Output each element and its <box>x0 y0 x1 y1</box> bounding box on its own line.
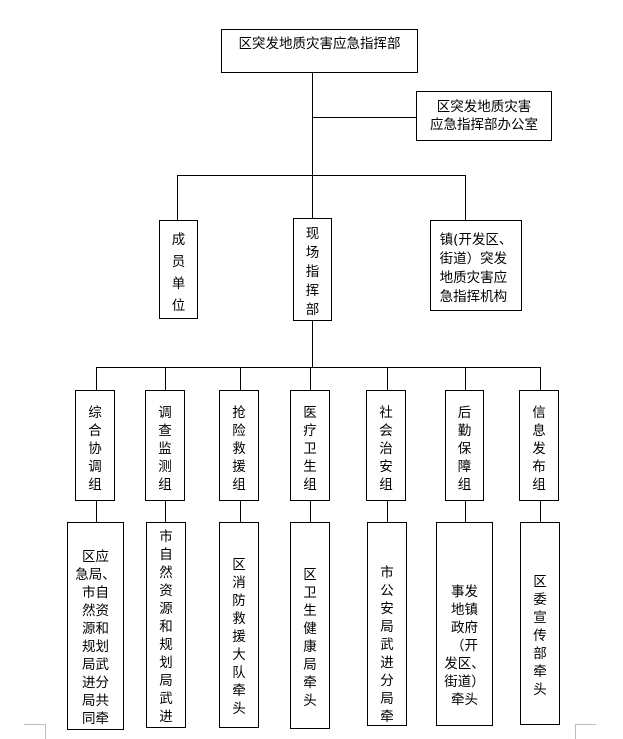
connector-group-drop <box>310 367 312 390</box>
lead-unit-box: 市 公 安 局 武 进 分 局 牵 <box>367 522 407 726</box>
connector-lead-drop <box>165 500 167 522</box>
group-name: 社 会 治 安 组 <box>379 404 393 493</box>
lead-unit-box: 区应 急局、 市自 然资 源和 规划 局武 进分 局共 同牵 <box>67 522 124 730</box>
town-command-box: 镇(开发区、 街道）突发 地质灾害应 急指挥机构 <box>430 220 522 311</box>
lead-unit-label: 事发 地镇 政府 （开 发区、 街道） 牵头 <box>444 583 485 708</box>
group-box: 综 合 协 调 组 <box>75 390 115 501</box>
connector-group-drop <box>240 367 242 390</box>
onsite-command-box: 现 场 指 挥 部 <box>293 218 332 321</box>
connector-group-drop <box>387 367 389 390</box>
lead-unit-label: 区 卫 生 健 康 局 牵 头 <box>303 566 317 709</box>
group-name: 后 勤 保 障 组 <box>457 404 472 493</box>
connector-lead-drop <box>310 500 312 522</box>
group-name: 调 查 监 测 组 <box>158 404 172 493</box>
connector-level2-bar <box>177 175 466 177</box>
group-box: 抢 险 救 援 组 <box>219 390 259 501</box>
lead-unit-box: 市 自 然 资 源 和 规 划 局 武 进 <box>146 522 186 728</box>
lead-unit-label: 区 消 防 救 援 大 队 牵 头 <box>232 557 246 717</box>
group-box: 后 勤 保 障 组 <box>445 390 484 501</box>
lead-unit-box: 区 委 宣 传 部 牵 头 <box>520 522 560 725</box>
group-name: 信 息 发 布 组 <box>532 404 546 493</box>
lead-unit-label: 市 公 安 局 武 进 分 局 牵 <box>380 565 394 725</box>
lead-unit-box: 事发 地镇 政府 （开 发区、 街道） 牵头 <box>436 522 493 726</box>
connector-town-command <box>465 175 467 220</box>
connector-root-trunk <box>312 72 314 218</box>
member-units-box: 成 员 单 位 <box>159 220 198 319</box>
member-units-label: 成 员 单 位 <box>171 231 186 314</box>
group-name: 抢 险 救 援 组 <box>232 404 246 493</box>
group-box: 医 疗 卫 生 组 <box>290 390 330 501</box>
connector-lead-drop <box>96 500 98 522</box>
connector-lead-drop <box>540 500 542 522</box>
crop-mark-left-v <box>45 724 46 739</box>
group-box: 信 息 发 布 组 <box>519 390 559 501</box>
group-name: 综 合 协 调 组 <box>88 404 102 493</box>
crop-mark-right-h <box>575 724 596 725</box>
lead-unit-label: 区 委 宣 传 部 牵 头 <box>533 573 547 698</box>
connector-onsite-trunk <box>312 320 314 367</box>
connector-group-drop <box>96 367 98 390</box>
connector-lead-drop <box>240 500 242 522</box>
connector-groups-bar <box>96 367 540 369</box>
connector-lead-drop <box>465 500 467 522</box>
office-label: 区突发地质灾害 应急指挥部办公室 <box>430 99 538 133</box>
group-box: 调 查 监 测 组 <box>145 390 185 501</box>
group-name: 医 疗 卫 生 组 <box>303 404 317 493</box>
connector-group-drop <box>540 367 542 390</box>
office-box: 区突发地质灾害 应急指挥部办公室 <box>416 91 552 141</box>
onsite-command-label: 现 场 指 挥 部 <box>305 225 320 318</box>
connector-office-branch <box>312 117 416 119</box>
group-box: 社 会 治 安 组 <box>366 390 406 501</box>
lead-unit-box: 区 卫 生 健 康 局 牵 头 <box>290 522 330 729</box>
crop-mark-left-h <box>24 724 45 725</box>
connector-group-drop <box>165 367 167 390</box>
connector-lead-drop <box>387 500 389 522</box>
lead-unit-box: 区 消 防 救 援 大 队 牵 头 <box>219 522 259 728</box>
connector-group-drop <box>465 367 467 390</box>
root-command-label: 区突发地质灾害应急指挥部 <box>238 36 401 52</box>
lead-unit-label: 区应 急局、 市自 然资 源和 规划 局武 进分 局共 同牵 <box>75 549 116 727</box>
lead-unit-label: 市 自 然 资 源 和 规 划 局 武 进 <box>159 528 173 725</box>
root-command-box: 区突发地质灾害应急指挥部 <box>221 29 418 73</box>
crop-mark-right-v <box>575 724 576 739</box>
connector-member-units <box>177 175 179 220</box>
town-command-label: 镇(开发区、 街道）突发 地质灾害应 急指挥机构 <box>439 232 513 305</box>
